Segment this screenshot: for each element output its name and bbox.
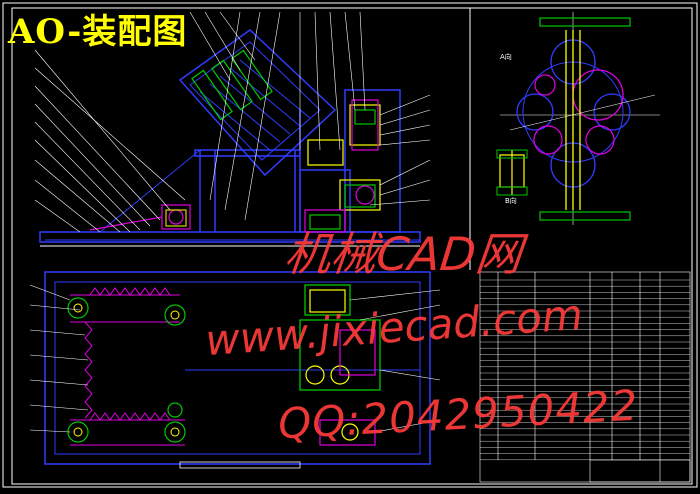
view-label-a: A向 bbox=[500, 53, 512, 61]
top-view bbox=[29, 271, 441, 469]
front-view bbox=[34, 11, 431, 247]
drawing-title: AO-装配图 bbox=[8, 12, 188, 52]
title-block bbox=[589, 459, 691, 483]
parts-list-rows bbox=[480, 279, 691, 483]
detail-view-a bbox=[496, 12, 660, 225]
watermark-site-name: 机械CAD网 bbox=[281, 227, 525, 281]
view-label-b: B向 bbox=[505, 197, 517, 205]
sheet-border bbox=[2, 2, 698, 488]
drawing-frame bbox=[11, 7, 693, 485]
